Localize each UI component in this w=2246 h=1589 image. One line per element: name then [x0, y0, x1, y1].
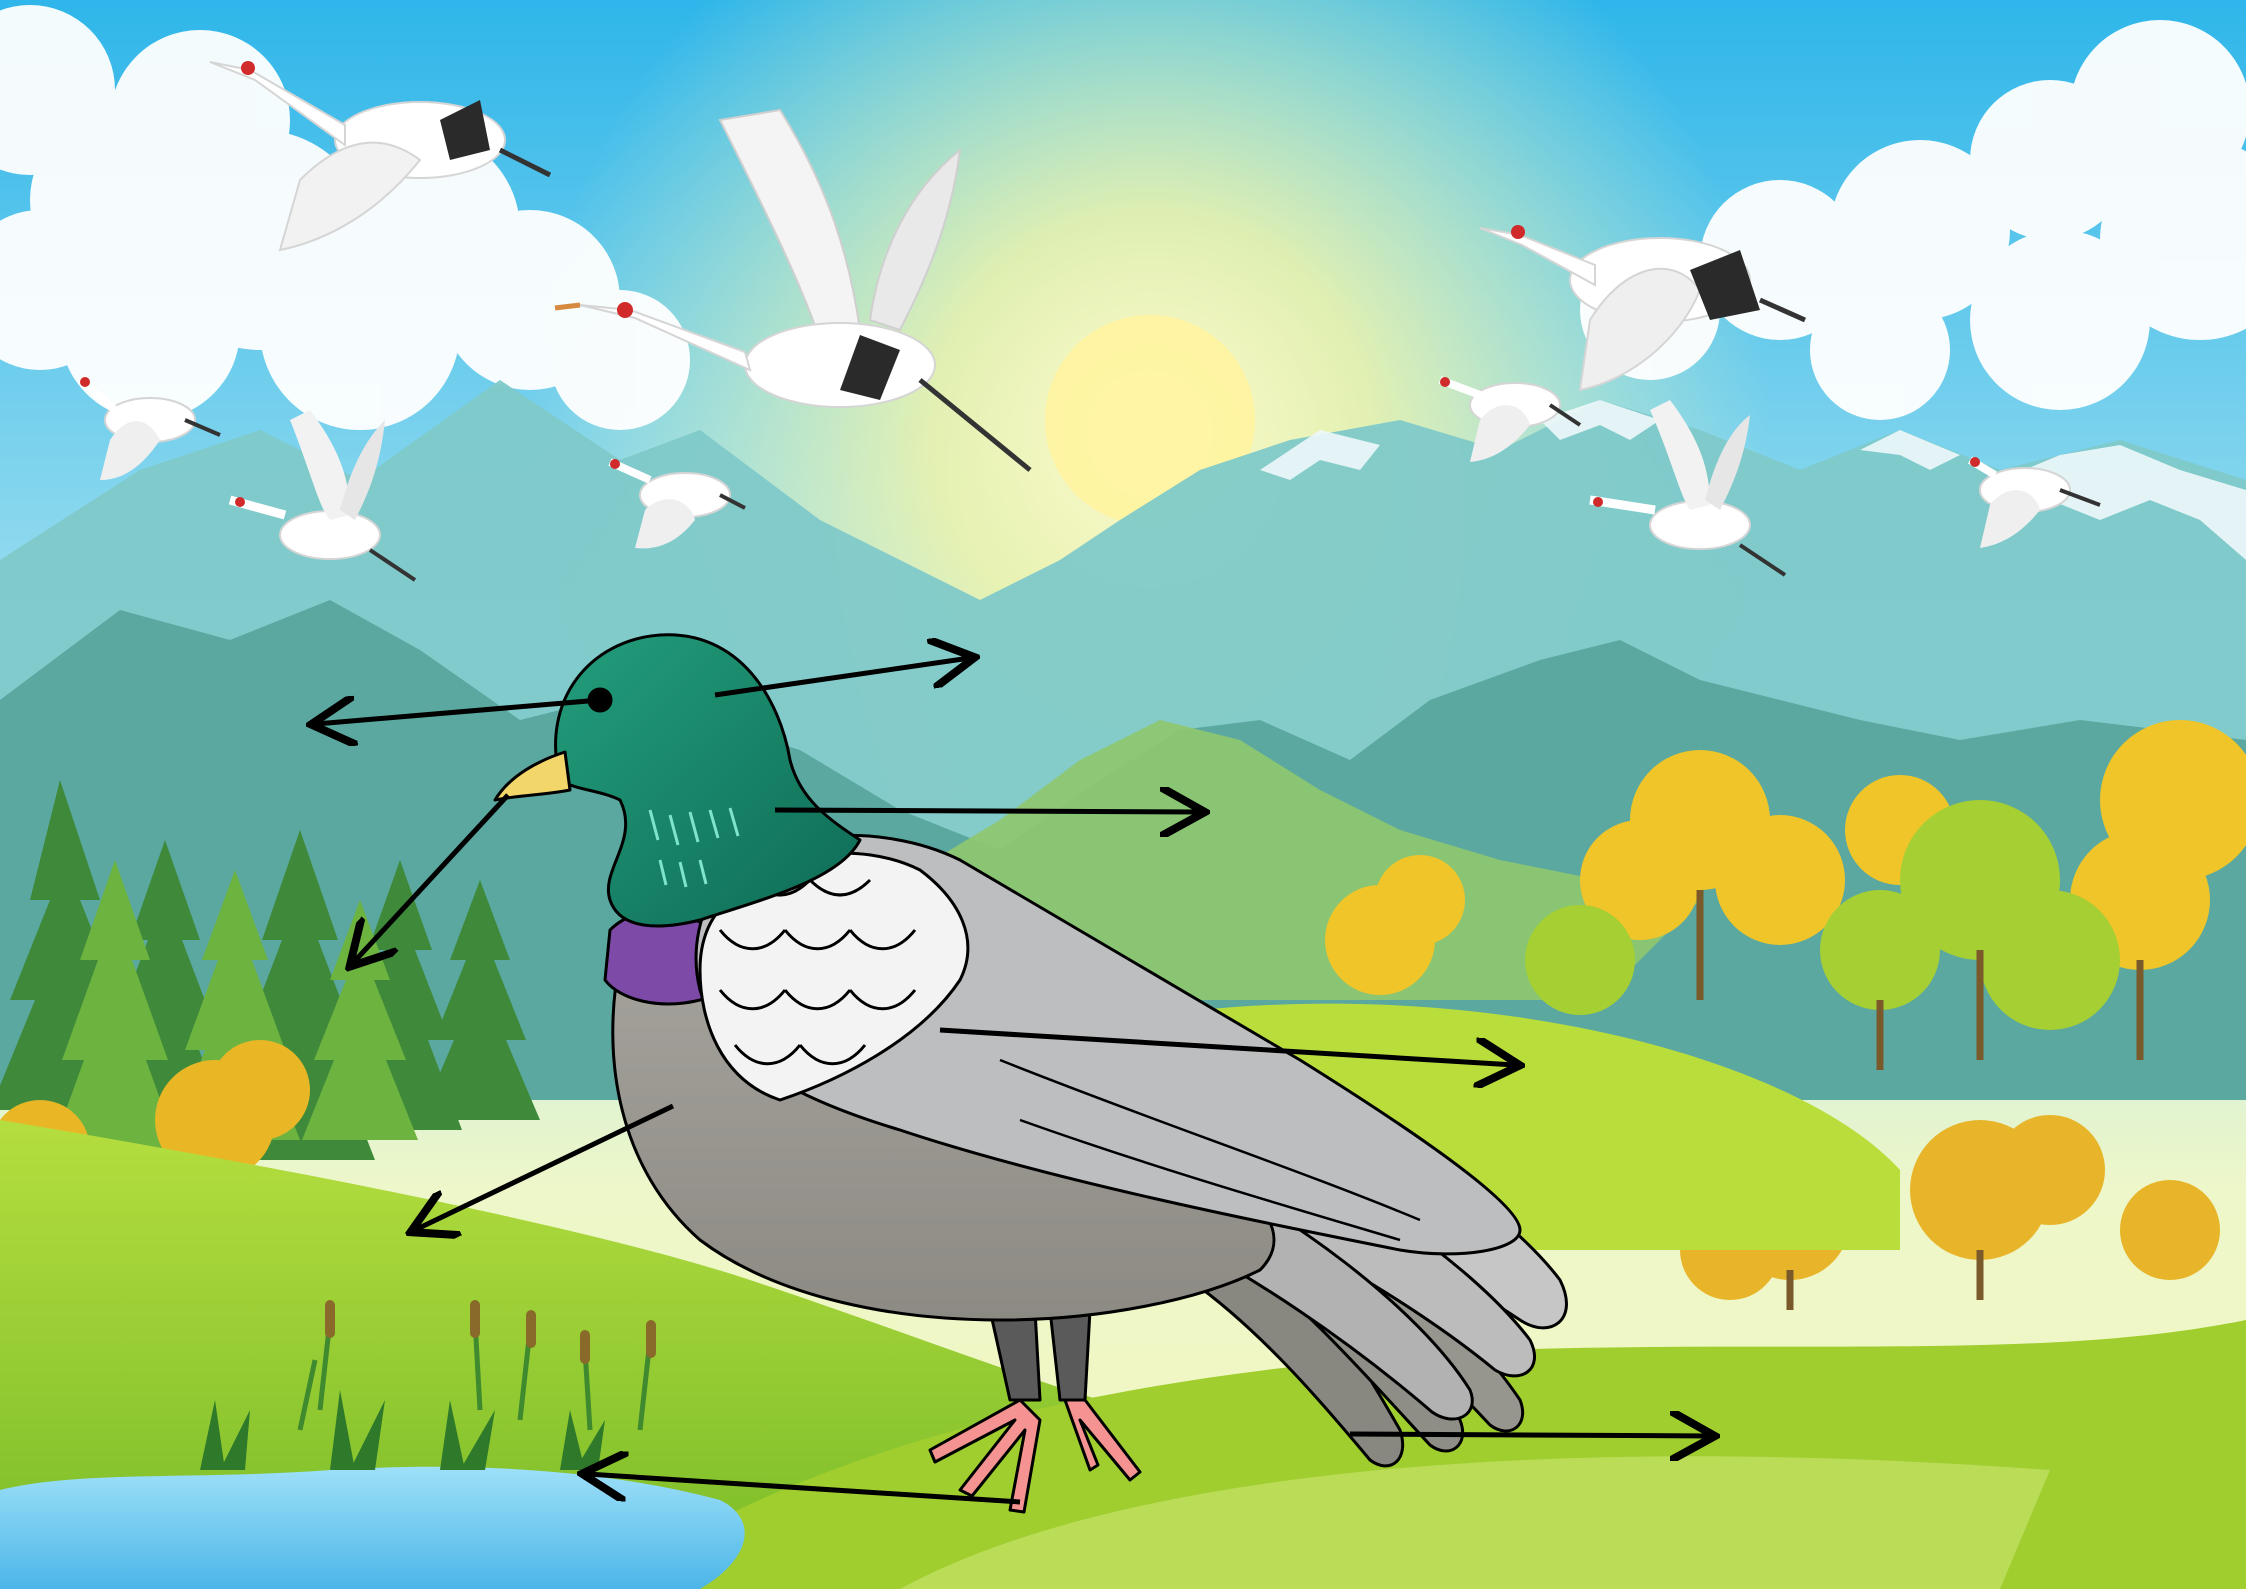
pond — [0, 1467, 745, 1589]
arrow-tail — [1350, 1434, 1710, 1436]
arrow-neck — [775, 810, 1200, 812]
